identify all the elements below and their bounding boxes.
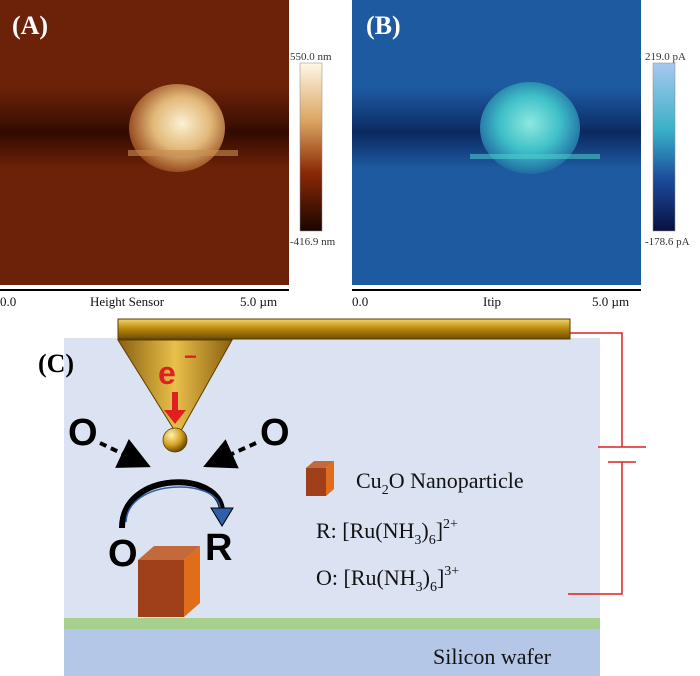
current-streak bbox=[470, 154, 600, 159]
conductive-film bbox=[64, 618, 600, 629]
height-streak bbox=[128, 150, 238, 156]
oxidized-species-bottom: O bbox=[108, 533, 138, 575]
current-colorbar-max: 219.0 pA bbox=[645, 51, 686, 63]
nanoparticle-cube-top bbox=[138, 546, 200, 560]
probe-tip-ball bbox=[162, 427, 188, 453]
circuit-wire-lower bbox=[568, 462, 623, 595]
current-axis-title: Itip bbox=[483, 294, 501, 309]
arrow-left-to-tip bbox=[99, 438, 151, 468]
redox-cycle-arrowhead bbox=[210, 507, 234, 527]
current-axis-start: 0.0 bbox=[352, 294, 368, 309]
current-colorbar bbox=[652, 62, 676, 232]
cantilever bbox=[117, 318, 571, 340]
panel-c-label: (C) bbox=[38, 349, 74, 378]
legend-oxidized: O: [Ru(NH3)6]3+ bbox=[316, 564, 459, 595]
panel-c: Silicon wafer (C) e − O O O R bbox=[38, 318, 646, 676]
silicon-wafer bbox=[64, 629, 600, 676]
legend-cube-front bbox=[306, 468, 326, 496]
probe-tip bbox=[117, 339, 233, 437]
current-colorbar-min: -178.6 pA bbox=[645, 236, 690, 248]
legend-reduced: R: [Ru(NH3)6]2+ bbox=[316, 517, 458, 548]
circuit-wire bbox=[568, 332, 623, 447]
redox-cycle-arc bbox=[119, 479, 225, 529]
legend-nanoparticle: Cu2O Nanoparticle bbox=[356, 468, 524, 498]
height-colorbar-max: 550.0 nm bbox=[290, 51, 332, 63]
panel-b: (B) 219.0 pA -178.6 pA 0.0 Itip 5.0 µm bbox=[352, 0, 690, 309]
electron-label: e bbox=[158, 355, 176, 391]
legend-cube-top bbox=[306, 461, 334, 468]
height-axis-title: Height Sensor bbox=[90, 294, 165, 309]
height-colorbar-min: -416.9 nm bbox=[290, 236, 336, 248]
redox-cycle-arc-highlight bbox=[125, 486, 221, 523]
height-particle bbox=[129, 84, 225, 172]
nanoparticle-cube-side bbox=[184, 546, 200, 617]
reduced-species: R bbox=[205, 527, 232, 569]
oxidized-species-left: O bbox=[68, 412, 98, 454]
panel-a-label: (A) bbox=[12, 11, 48, 40]
height-axis-start: 0.0 bbox=[0, 294, 16, 309]
oxidized-species-right: O bbox=[260, 412, 290, 454]
current-particle bbox=[480, 82, 580, 174]
height-axis-end: 5.0 µm bbox=[240, 294, 277, 309]
electron-charge: − bbox=[184, 344, 197, 369]
panel-a: (A) 550.0 nm -416.9 nm 0.0 Height Sensor… bbox=[0, 0, 336, 309]
arrow-right-to-tip bbox=[203, 439, 257, 469]
current-axis-end: 5.0 µm bbox=[592, 294, 629, 309]
silicon-wafer-label: Silicon wafer bbox=[433, 644, 552, 669]
legend-cube-side bbox=[326, 461, 334, 496]
electron-arrow-head bbox=[164, 410, 186, 424]
nanoparticle-cube-front bbox=[138, 560, 184, 617]
panel-b-label: (B) bbox=[366, 11, 401, 40]
height-colorbar bbox=[299, 62, 323, 232]
